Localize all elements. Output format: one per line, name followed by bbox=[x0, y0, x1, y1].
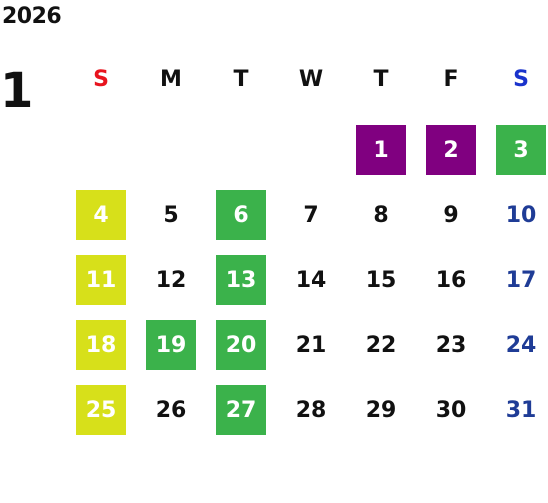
day-cell-11[interactable]: 11 bbox=[76, 255, 126, 305]
day-cell-17[interactable]: 17 bbox=[505, 267, 537, 293]
day-cell-30[interactable]: 30 bbox=[435, 397, 467, 423]
day-cell-21[interactable]: 21 bbox=[295, 332, 327, 358]
weekday-label: W bbox=[298, 67, 324, 92]
day-cell-26[interactable]: 26 bbox=[155, 397, 187, 423]
day-cell-25[interactable]: 25 bbox=[76, 385, 126, 435]
day-cell-13[interactable]: 13 bbox=[216, 255, 266, 305]
day-cell-31[interactable]: 31 bbox=[505, 397, 537, 423]
weekday-label: S bbox=[513, 67, 529, 92]
day-cell-19[interactable]: 19 bbox=[146, 320, 196, 370]
day-cell-16[interactable]: 16 bbox=[435, 267, 467, 293]
day-cell-27[interactable]: 27 bbox=[216, 385, 266, 435]
weekday-label: F bbox=[443, 67, 459, 92]
day-cell-6[interactable]: 6 bbox=[216, 190, 266, 240]
day-cell-5[interactable]: 5 bbox=[163, 202, 179, 228]
day-cell-9[interactable]: 9 bbox=[443, 202, 459, 228]
day-cell-22[interactable]: 22 bbox=[365, 332, 397, 358]
day-cell-8[interactable]: 8 bbox=[373, 202, 389, 228]
day-cell-15[interactable]: 15 bbox=[365, 267, 397, 293]
day-cell-4[interactable]: 4 bbox=[76, 190, 126, 240]
day-cell-28[interactable]: 28 bbox=[295, 397, 327, 423]
day-cell-3[interactable]: 3 bbox=[496, 125, 546, 175]
day-cell-23[interactable]: 23 bbox=[435, 332, 467, 358]
day-cell-2[interactable]: 2 bbox=[426, 125, 476, 175]
day-cell-24[interactable]: 24 bbox=[505, 332, 537, 358]
weekday-label: S bbox=[93, 67, 109, 92]
day-cell-10[interactable]: 10 bbox=[505, 202, 537, 228]
weekday-label: M bbox=[160, 67, 182, 92]
day-cell-14[interactable]: 14 bbox=[295, 267, 327, 293]
day-cell-12[interactable]: 12 bbox=[155, 267, 187, 293]
month-number: 1 bbox=[0, 63, 34, 119]
year-label: 2026 bbox=[2, 4, 62, 29]
day-cell-18[interactable]: 18 bbox=[76, 320, 126, 370]
weekday-label: T bbox=[233, 67, 249, 92]
weekday-label: T bbox=[373, 67, 389, 92]
day-cell-7[interactable]: 7 bbox=[303, 202, 319, 228]
day-cell-20[interactable]: 20 bbox=[216, 320, 266, 370]
day-cell-29[interactable]: 29 bbox=[365, 397, 397, 423]
day-cell-1[interactable]: 1 bbox=[356, 125, 406, 175]
